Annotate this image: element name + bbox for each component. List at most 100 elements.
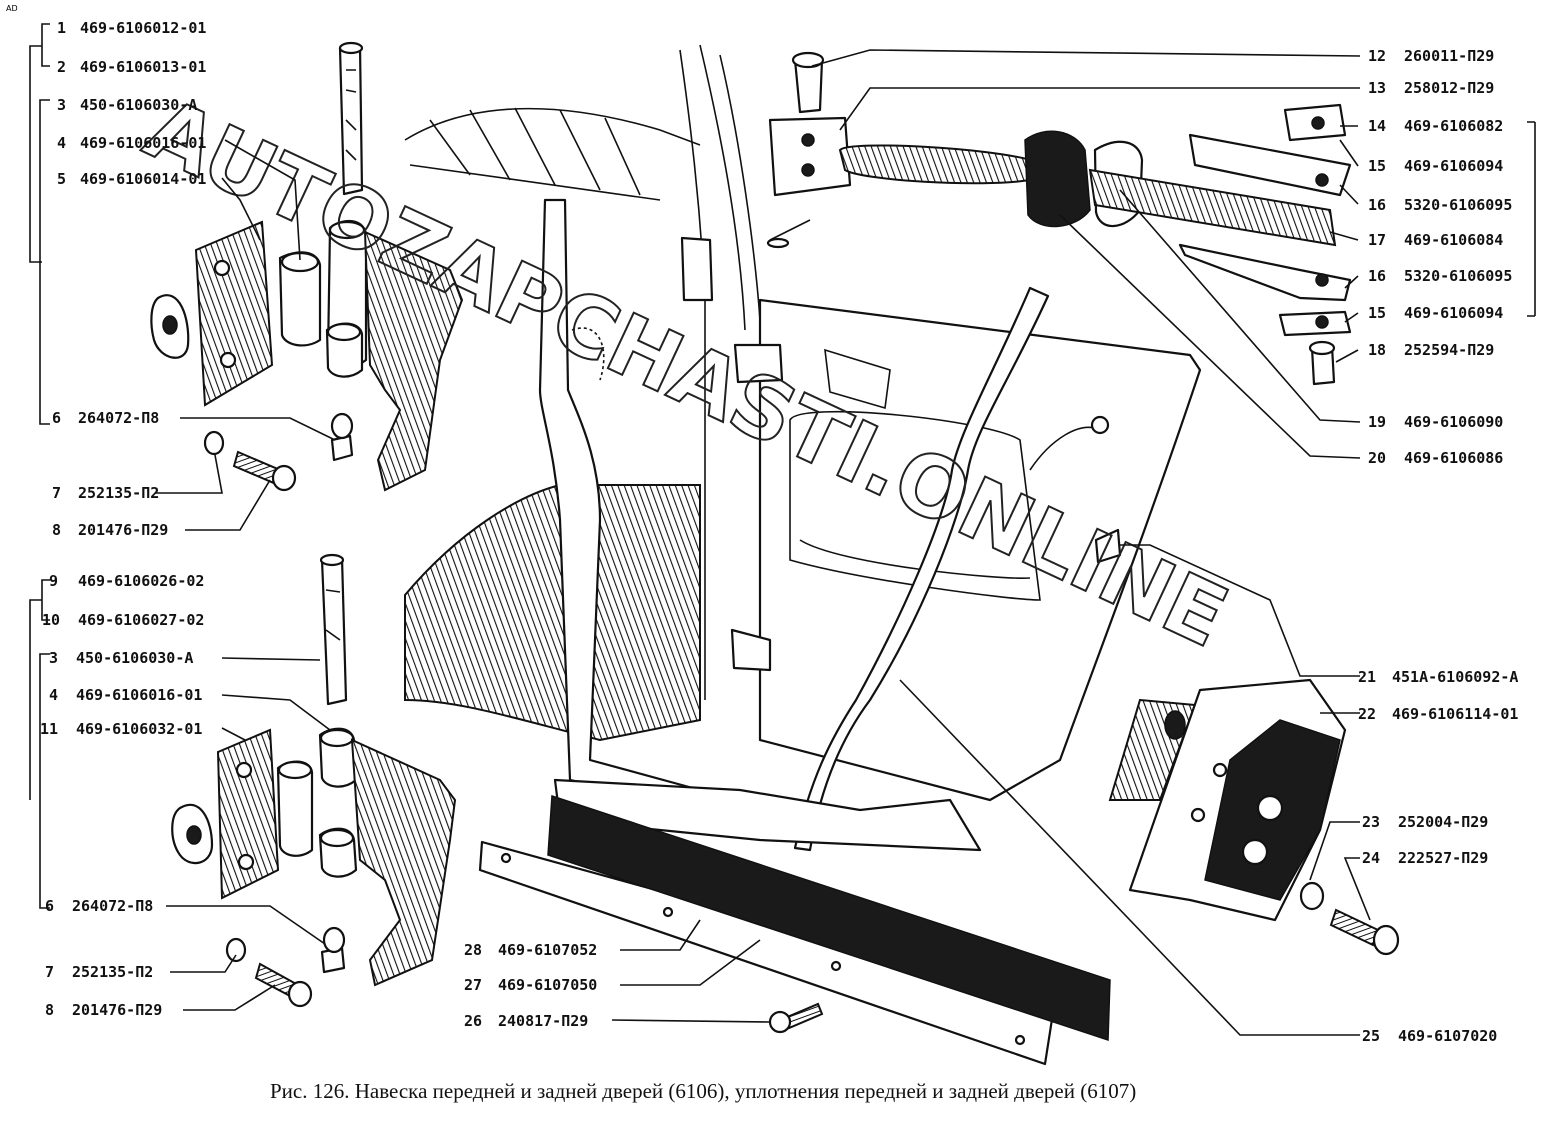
callout-part-code: 264072-П8 [72, 897, 153, 915]
callout-part-code: 469-6106082 [1404, 117, 1503, 135]
callout-part-code: 469-6107052 [498, 941, 597, 959]
lock-striker [1108, 678, 1400, 956]
callout-part-code: 469-6106032-01 [76, 720, 202, 738]
callout-label: 5 469-6106014-01 [57, 170, 206, 188]
callout-part-code: 469-6106013-01 [80, 58, 206, 76]
callout-label: 11 469-6106032-01 [40, 720, 202, 738]
callout-label: 8 201476-П29 [52, 521, 168, 539]
upper-hinge-assembly [150, 41, 464, 492]
callout-number: 3 [49, 649, 58, 667]
callout-label: 20 469-6106086 [1368, 449, 1503, 467]
callout-label: 15 469-6106094 [1368, 304, 1503, 322]
callout-label: 14 469-6106082 [1368, 117, 1503, 135]
callout-number: 17 [1368, 231, 1386, 249]
corner-mark: AD [6, 4, 18, 13]
callout-number: 14 [1368, 117, 1386, 135]
callout-part-code: 222527-П29 [1398, 849, 1488, 867]
callout-number: 19 [1368, 413, 1386, 431]
callout-label: 21 451А-6106092-А [1358, 668, 1518, 686]
callout-number: 20 [1368, 449, 1386, 467]
callout-part-code: 469-6106094 [1404, 157, 1503, 175]
callout-label: 2 469-6106013-01 [57, 58, 206, 76]
callout-part-code: 469-6106114-01 [1392, 705, 1518, 723]
callout-number: 21 [1358, 668, 1376, 686]
callout-label: 8 201476-П29 [45, 1001, 162, 1019]
callout-number: 6 [52, 409, 61, 427]
callout-number: 26 [464, 1012, 482, 1030]
callout-label: 10 469-6106027-02 [42, 611, 204, 629]
callout-part-code: 5320-6106095 [1404, 196, 1512, 214]
callout-part-code: 252004-П29 [1398, 813, 1488, 831]
callout-number: 13 [1368, 79, 1386, 97]
callout-number: 9 [49, 572, 58, 590]
callout-part-code: 469-6106026-02 [78, 572, 204, 590]
callout-number: 23 [1362, 813, 1380, 831]
callout-part-code: 469-6106027-02 [78, 611, 204, 629]
callout-number: 2 [57, 58, 66, 76]
callout-part-code: 252135-П2 [78, 484, 159, 502]
callout-part-code: 450-6106030-А [76, 649, 193, 667]
callout-part-code: 252594-П29 [1404, 341, 1494, 359]
callout-label: 7 252135-П2 [52, 484, 159, 502]
callout-part-code: 469-6106090 [1404, 413, 1503, 431]
callout-part-code: 469-6106086 [1404, 449, 1503, 467]
threshold-strips [478, 794, 1111, 1066]
callout-part-code: 451А-6106092-А [1392, 668, 1518, 686]
callout-part-code: 469-6107020 [1398, 1027, 1497, 1045]
callout-part-code: 258012-П29 [1404, 79, 1494, 97]
callout-label: 1 469-6106012-01 [57, 19, 206, 37]
callout-label: 16 5320-6106095 [1368, 196, 1512, 214]
callout-label: 24 222527-П29 [1362, 849, 1488, 867]
callout-number: 7 [45, 963, 54, 981]
body-door-opening [404, 44, 1202, 852]
callout-number: 12 [1368, 47, 1386, 65]
callout-number: 10 [42, 611, 60, 629]
callout-number: 15 [1368, 304, 1386, 322]
callout-number: 1 [57, 19, 66, 37]
callout-label: 4 469-6106016-01 [49, 686, 202, 704]
callout-part-code: 201476-П29 [78, 521, 168, 539]
callout-label: 19 469-6106090 [1368, 413, 1503, 431]
callout-label: 26 240817-П29 [464, 1012, 588, 1030]
callout-label: 18 252594-П29 [1368, 341, 1494, 359]
callout-number: 4 [49, 686, 58, 704]
callout-part-code: 469-6106016-01 [76, 686, 202, 704]
callout-label: 25 469-6107020 [1362, 1027, 1497, 1045]
callout-part-code: 469-6106094 [1404, 304, 1503, 322]
callout-number: 25 [1362, 1027, 1380, 1045]
callout-label: 23 252004-П29 [1362, 813, 1488, 831]
callout-part-code: 240817-П29 [498, 1012, 588, 1030]
callout-number: 4 [57, 134, 66, 152]
callout-number: 5 [57, 170, 66, 188]
callout-part-code: 469-6106014-01 [80, 170, 206, 188]
callout-number: 24 [1362, 849, 1380, 867]
callouts-left-bottom: 9 469-6106026-02 10 469-6106027-02 3 450-61… [40, 572, 204, 1019]
callout-number: 18 [1368, 341, 1386, 359]
callout-number: 16 [1368, 196, 1386, 214]
callout-part-code: 5320-6106095 [1404, 267, 1512, 285]
callout-number: 27 [464, 976, 482, 994]
callout-number: 8 [45, 1001, 54, 1019]
callout-number: 7 [52, 484, 61, 502]
callout-number: 22 [1358, 705, 1376, 723]
callout-number: 8 [52, 521, 61, 539]
callout-number: 11 [40, 720, 58, 738]
callout-part-code: 201476-П29 [72, 1001, 162, 1019]
callout-label: 22 469-6106114-01 [1358, 705, 1518, 723]
callout-part-code: 469-6106012-01 [80, 19, 206, 37]
callout-label: 3 450-6106030-А [49, 649, 193, 667]
